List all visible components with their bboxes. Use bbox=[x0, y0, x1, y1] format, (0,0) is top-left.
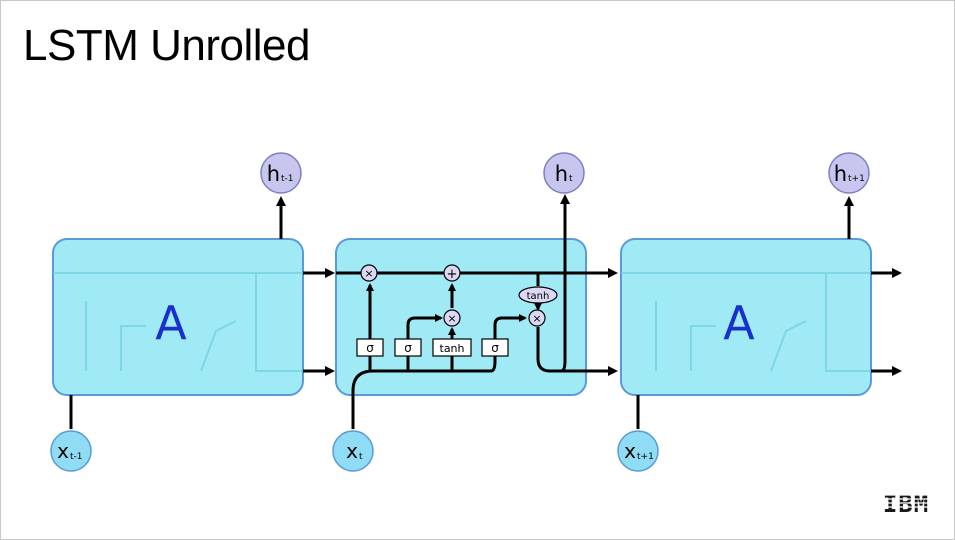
svg-text:t: t bbox=[359, 452, 363, 462]
output-node-t: h t bbox=[543, 152, 585, 194]
forget-multiply-op: × bbox=[360, 264, 378, 282]
slide-title: LSTM Unrolled bbox=[23, 21, 310, 70]
lstm-cell-right bbox=[620, 238, 872, 396]
gate-sigma-input: σ bbox=[394, 338, 422, 357]
svg-text:h: h bbox=[834, 162, 847, 186]
gate-sigma-output: σ bbox=[481, 338, 509, 357]
svg-text:tanh: tanh bbox=[527, 291, 550, 302]
gate-sigma-forget: σ bbox=[356, 338, 384, 357]
svg-text:×: × bbox=[364, 267, 373, 280]
cell-label-left: A bbox=[155, 296, 187, 350]
svg-text:x: x bbox=[57, 439, 69, 463]
svg-text:σ: σ bbox=[366, 341, 374, 355]
gate-tanh: tanh bbox=[432, 338, 472, 357]
output-node-t+1: h t+1 bbox=[828, 152, 870, 194]
cell-label-right: A bbox=[723, 296, 755, 350]
svg-text:×: × bbox=[447, 312, 456, 325]
input-node-t: x t bbox=[332, 430, 374, 472]
svg-text:tanh: tanh bbox=[440, 342, 465, 355]
input-node-t+1: x t+1 bbox=[617, 430, 659, 472]
tanh-op: tanh bbox=[518, 286, 558, 304]
input-multiply-op: × bbox=[443, 309, 461, 327]
svg-text:h: h bbox=[267, 162, 280, 186]
svg-text:+: + bbox=[447, 267, 458, 282]
svg-text:t+1: t+1 bbox=[637, 452, 654, 462]
svg-text:σ: σ bbox=[491, 341, 499, 355]
lstm-cell-left bbox=[52, 238, 304, 396]
svg-text:×: × bbox=[532, 312, 541, 325]
ibm-logo: IBM bbox=[877, 490, 935, 518]
add-op: + bbox=[443, 264, 461, 282]
output-node-t-1: h t-1 bbox=[260, 152, 302, 194]
input-node-t-1: x t-1 bbox=[50, 430, 92, 472]
svg-text:t-1: t-1 bbox=[70, 452, 83, 462]
output-multiply-op: × bbox=[528, 309, 546, 327]
svg-text:σ: σ bbox=[404, 341, 412, 355]
svg-text:t-1: t-1 bbox=[281, 174, 294, 184]
svg-text:t: t bbox=[569, 174, 573, 184]
svg-text:IBM: IBM bbox=[883, 490, 929, 518]
svg-text:x: x bbox=[346, 439, 358, 463]
svg-text:h: h bbox=[555, 162, 568, 186]
svg-text:x: x bbox=[624, 439, 636, 463]
svg-text:t+1: t+1 bbox=[848, 174, 865, 184]
